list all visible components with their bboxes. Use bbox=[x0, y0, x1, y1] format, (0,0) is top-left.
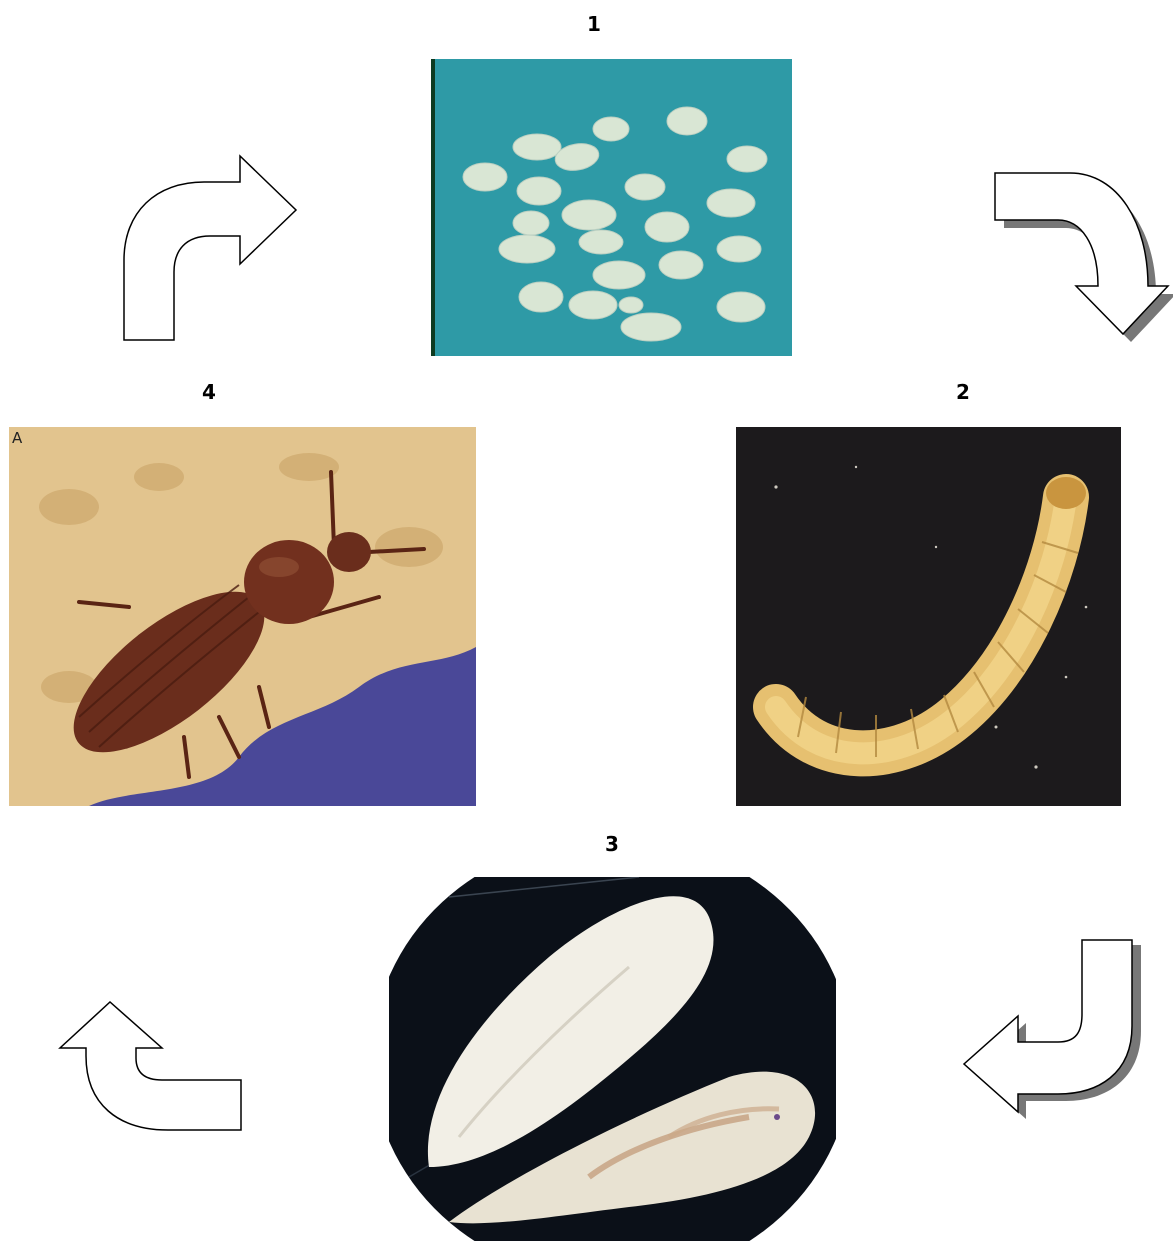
adult-beetle-photo: A bbox=[9, 427, 476, 806]
stage-1-number: 1 bbox=[574, 12, 614, 36]
arrow-adult-to-eggs-icon bbox=[120, 152, 300, 344]
arrow-pupae-to-adult-icon bbox=[58, 938, 246, 1134]
eggs-photo bbox=[431, 59, 792, 356]
stage-4-number: 4 bbox=[189, 380, 229, 404]
stage-2-number: 2 bbox=[943, 380, 983, 404]
photo-corner-label: A bbox=[12, 429, 22, 447]
larva-photo bbox=[736, 427, 1121, 806]
arrow-larva-to-pupae-icon bbox=[962, 938, 1144, 1120]
pupae-photo bbox=[389, 877, 836, 1241]
arrow-eggs-to-larva-icon bbox=[990, 168, 1173, 344]
stage-3-number: 3 bbox=[592, 832, 632, 856]
